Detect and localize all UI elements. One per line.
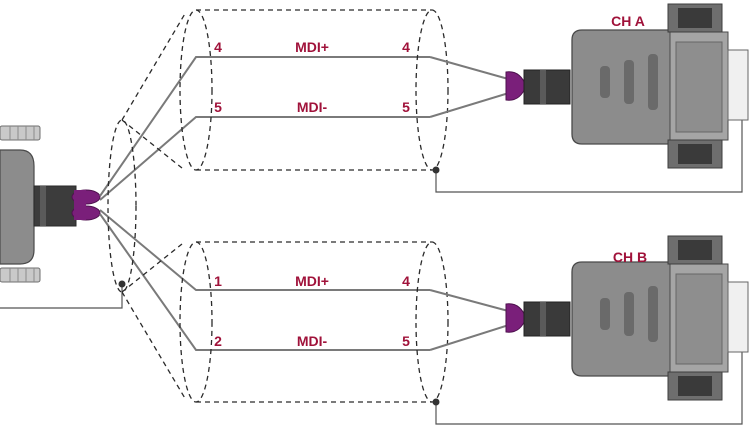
dsub-connector-ch-b: CH B [505, 235, 749, 401]
channel-b-label: CH B [613, 249, 647, 265]
right-converge-wires [429, 56, 513, 351]
ch-b-plus-signal: MDI+ [295, 273, 329, 289]
ch-a-minus-signal: MDI- [297, 99, 328, 115]
ch-a-plus-pin-left: 4 [214, 39, 222, 55]
ch-a-minus-pin-right: 5 [402, 99, 410, 115]
ch-a-minus-pin-left: 5 [214, 99, 222, 115]
left-screw-bottom [0, 267, 41, 283]
ch-b-plus-pin-right: 4 [402, 273, 410, 289]
ch-b-plus-pin-left: 1 [214, 273, 222, 289]
channel-a-label: CH A [611, 13, 645, 29]
left-cable-boots [71, 189, 101, 221]
ch-b-minus-pin-right: 5 [402, 333, 410, 349]
channel-a-labels: 4 MDI+ 4 5 MDI- 5 [214, 39, 410, 115]
ch-a-plus-pin-right: 4 [402, 39, 410, 55]
fanout-wires [99, 56, 430, 351]
ch-a-plus-signal: MDI+ [295, 39, 329, 55]
left-connector [0, 125, 126, 309]
shield-outlines [107, 9, 449, 403]
ch-b-minus-signal: MDI- [297, 333, 328, 349]
dsub-connector-ch-a: CH A [505, 3, 749, 169]
ch-b-minus-pin-left: 2 [214, 333, 222, 349]
channel-b-labels: 1 MDI+ 4 2 MDI- 5 [214, 273, 410, 349]
left-screw-top [0, 125, 41, 141]
